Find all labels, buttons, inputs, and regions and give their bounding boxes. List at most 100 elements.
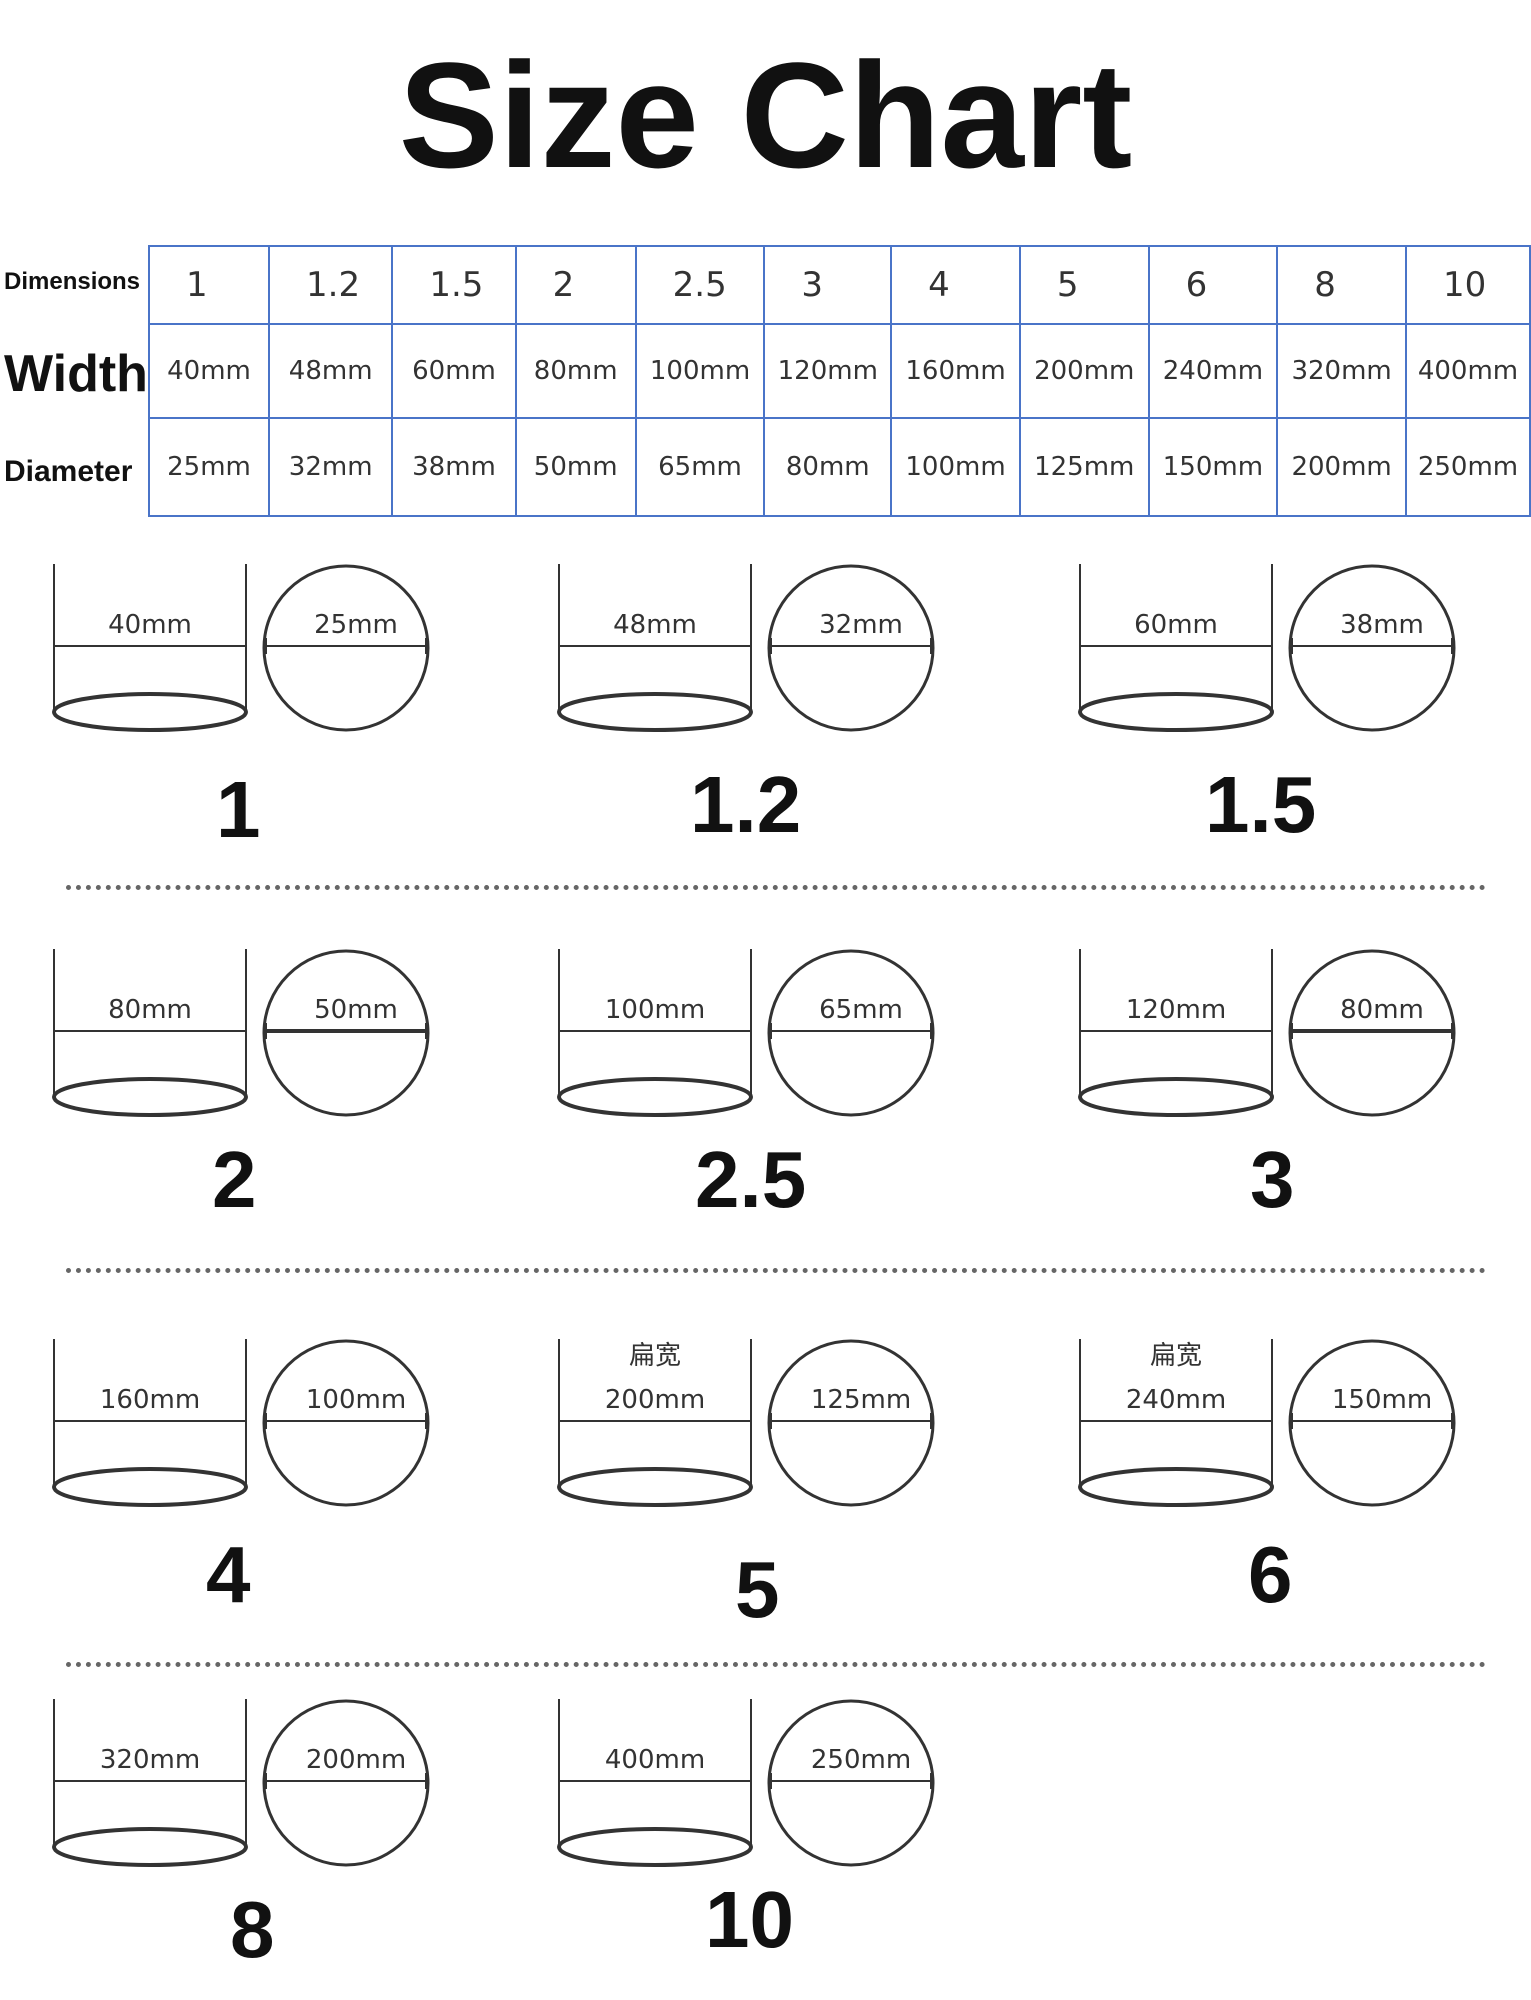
dotted-divider <box>66 1268 1486 1273</box>
width-label: 240mm <box>1125 1385 1227 1415</box>
band-drawing <box>52 564 430 732</box>
size-number: 5 <box>735 1545 780 1634</box>
band-drawing <box>1078 1339 1456 1507</box>
band-drawing <box>557 949 935 1117</box>
diameter-label: 38mm <box>1340 610 1424 640</box>
diameter-cell: 80mm <box>763 417 893 517</box>
band-drawing <box>557 564 935 732</box>
width-cell: 240mm <box>1147 323 1279 419</box>
size-number: 10 <box>705 1875 794 1964</box>
band-drawing <box>1078 949 1456 1117</box>
band-diagram: 扁宽 240mm 150mm <box>1076 1335 1506 1635</box>
band-diagram: 40mm 25mm <box>50 560 480 860</box>
size-cell: 6 <box>1147 245 1279 325</box>
diameter-label: 25mm <box>314 610 398 640</box>
note-label: 扁宽 <box>628 1341 681 1371</box>
page-title: Size Chart <box>398 31 1133 199</box>
width-row: 40mm 48mm 60mm 80mm 100mm 120mm 160mm 20… <box>148 323 1531 419</box>
band-diagram: 100mm 65mm <box>555 945 985 1245</box>
size-cell: 2 <box>514 245 637 325</box>
size-number: 3 <box>1250 1135 1295 1224</box>
width-label: 200mm <box>604 1385 706 1415</box>
width-cell: 400mm <box>1404 323 1531 419</box>
diameter-row: 25mm 32mm 38mm 50mm 65mm 80mm 100mm 125m… <box>148 417 1531 517</box>
band-diagram: 120mm 80mm <box>1076 945 1506 1245</box>
band-drawing <box>1078 564 1456 732</box>
diameter-cell: 25mm <box>148 417 270 517</box>
row-label-dimensions: Dimensions <box>4 268 141 295</box>
band-diagram: 400mm 250mm <box>555 1695 985 1995</box>
band-diagram: 80mm 50mm <box>50 945 480 1245</box>
band-diagram: 48mm 32mm <box>555 560 985 860</box>
diameter-cell: 200mm <box>1276 417 1407 517</box>
size-cell: 1.2 <box>267 245 394 325</box>
width-label: 120mm <box>1125 995 1227 1025</box>
diameter-cell: 32mm <box>267 417 394 517</box>
band-diagram: 160mm 100mm <box>50 1335 480 1635</box>
diameter-label: 150mm <box>1331 1385 1433 1415</box>
diameter-label: 125mm <box>810 1385 912 1415</box>
width-label: 100mm <box>604 995 706 1025</box>
diameter-cell: 150mm <box>1147 417 1279 517</box>
size-cell: 1.5 <box>391 245 517 325</box>
row-label-width: Width <box>4 345 148 403</box>
size-number: 6 <box>1248 1530 1293 1619</box>
diameter-label: 50mm <box>314 995 398 1025</box>
width-cell: 100mm <box>634 323 766 419</box>
width-cell: 40mm <box>148 323 270 419</box>
size-number: 1.2 <box>690 760 802 849</box>
size-number: 1 <box>216 765 261 854</box>
diameter-cell: 125mm <box>1018 417 1150 517</box>
size-table: 1 1.2 1.5 2 2.5 3 4 5 6 8 10 40mm 48mm 6… <box>148 245 1531 517</box>
width-label: 40mm <box>108 610 192 640</box>
width-label: 160mm <box>99 1385 201 1415</box>
band-drawing <box>52 1339 430 1507</box>
diameter-label: 100mm <box>305 1385 407 1415</box>
dotted-divider <box>66 1662 1486 1667</box>
width-cell: 80mm <box>514 323 637 419</box>
band-diagram: 扁宽 200mm 125mm <box>555 1335 985 1635</box>
diameter-cell: 38mm <box>391 417 517 517</box>
size-number: 1.5 <box>1205 760 1317 849</box>
width-label: 320mm <box>99 1745 201 1775</box>
size-cell: 8 <box>1276 245 1407 325</box>
dotted-divider <box>66 885 1486 890</box>
band-drawing <box>557 1339 935 1507</box>
band-diagram: 60mm 38mm <box>1076 560 1506 860</box>
band-drawing <box>52 1699 430 1867</box>
size-cell: 4 <box>890 245 1021 325</box>
diameter-label: 65mm <box>819 995 903 1025</box>
width-cell: 48mm <box>267 323 394 419</box>
diameter-cell: 250mm <box>1404 417 1531 517</box>
diameter-cell: 65mm <box>634 417 766 517</box>
width-label: 400mm <box>604 1745 706 1775</box>
row-label-diameter: Diameter <box>4 455 133 488</box>
diameter-label: 80mm <box>1340 995 1424 1025</box>
width-label: 48mm <box>613 610 697 640</box>
size-number: 4 <box>206 1530 251 1619</box>
size-number: 2 <box>212 1135 257 1224</box>
diameter-label: 250mm <box>810 1745 912 1775</box>
diameter-label: 200mm <box>305 1745 407 1775</box>
size-cell: 3 <box>763 245 893 325</box>
width-cell: 60mm <box>391 323 517 419</box>
diameter-cell: 50mm <box>514 417 637 517</box>
size-cell: 1 <box>148 245 270 325</box>
size-cell: 2.5 <box>634 245 766 325</box>
size-number: 8 <box>230 1885 275 1974</box>
size-cell: 10 <box>1404 245 1531 325</box>
width-cell: 120mm <box>763 323 893 419</box>
size-number: 2.5 <box>695 1135 807 1224</box>
band-drawing <box>52 949 430 1117</box>
size-row: 1 1.2 1.5 2 2.5 3 4 5 6 8 10 <box>148 245 1531 325</box>
size-cell: 5 <box>1018 245 1150 325</box>
band-diagram: 320mm 200mm <box>50 1695 480 1995</box>
width-label: 80mm <box>108 995 192 1025</box>
diameter-cell: 100mm <box>890 417 1021 517</box>
diameter-label: 32mm <box>819 610 903 640</box>
band-drawing <box>557 1699 935 1867</box>
width-label: 60mm <box>1134 610 1218 640</box>
width-cell: 200mm <box>1018 323 1150 419</box>
note-label: 扁宽 <box>1149 1341 1202 1371</box>
width-cell: 160mm <box>890 323 1021 419</box>
